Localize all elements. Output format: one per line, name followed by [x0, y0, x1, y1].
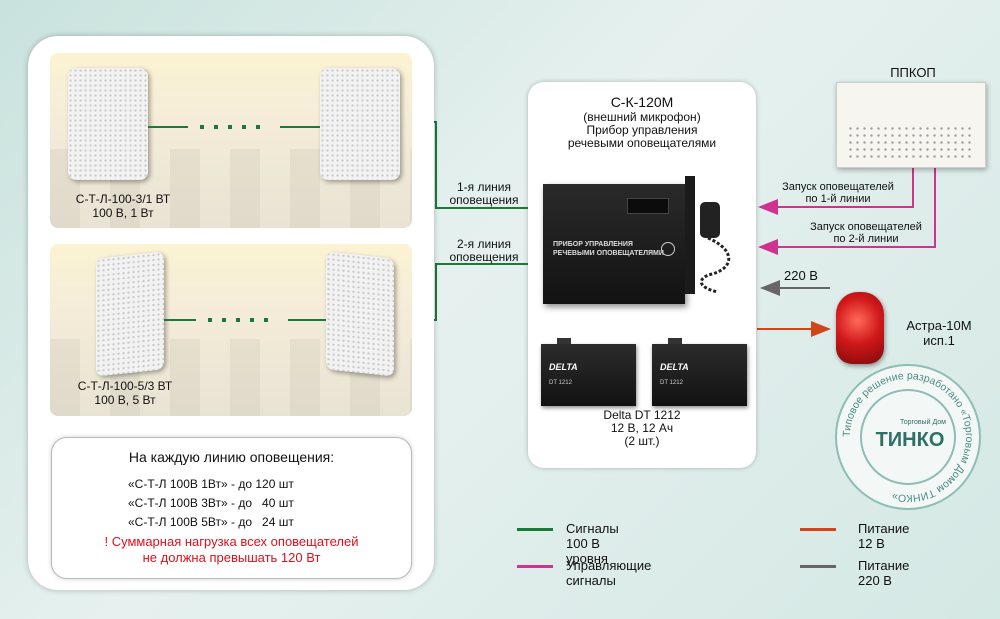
signal-2-label: Запуск оповещателей по 2-й линии — [796, 221, 936, 245]
legend-label-220v: Питание 220 В — [858, 558, 910, 588]
speaker-chain-2 — [164, 318, 326, 322]
display-window — [627, 198, 669, 214]
legend-label-12v: Питание 12 В — [858, 521, 910, 551]
battery-terminal — [668, 338, 682, 344]
signal-2-label-bottom: по 2-й линии — [833, 233, 899, 245]
battery-2: DELTA DT 1212 — [652, 338, 747, 406]
speaker-group-2-spec: 100 В, 5 Вт — [94, 393, 156, 407]
signal-2-label-top: Запуск оповещателей — [810, 221, 922, 233]
ppkop-device — [836, 82, 986, 168]
legend-label-100v: Сигналы 100 В уровня — [566, 521, 619, 566]
note-warning-line1: ! Суммарная нагрузка всех оповещателей — [104, 534, 359, 549]
speaker-group-1-spec: 100 В, 1 Вт — [92, 206, 154, 220]
battery-label-spec: 12 В, 12 Ач — [610, 421, 674, 435]
speaker-group-2-model: С-Т-Л-100-5/3 ВТ — [77, 379, 173, 393]
note-row: «С-Т-Л 100В 1Вт» - до 120 шт — [128, 477, 294, 491]
signal-1-label-bottom: по 1-й линии — [805, 193, 871, 205]
note-row: «С-Т-Л 100В 5Вт» - до 24 шт — [128, 515, 294, 529]
controller-side — [685, 176, 695, 294]
legend-label-control: Управляющие сигналы — [566, 558, 652, 588]
panel-print: ПРИБОР УПРАВЛЕНИЯ РЕЧЕВЫМИ ОПОВЕЩАТЕЛЯМИ — [553, 240, 664, 258]
speaker-group-2-label: С-Т-Л-100-5/3 ВТ 100 В, 5 Вт — [60, 379, 190, 407]
microphone-cord — [700, 236, 731, 294]
signal-1-label-top: Запуск оповещателей — [782, 181, 894, 193]
siren-icon — [836, 292, 884, 364]
note-rows: «С-Т-Л 100В 1Вт» - до 120 шт «С-Т-Л 100В… — [128, 475, 294, 532]
legend-swatch-gray — [800, 565, 836, 568]
speaker-1b — [320, 68, 400, 180]
line-2-label-bottom: оповещения — [449, 250, 519, 264]
legend-swatch-magenta — [517, 565, 553, 568]
device-description: (внешний микрофон) Прибор управления реч… — [528, 111, 756, 150]
device-subtitle: (внешний микрофон) — [583, 110, 701, 124]
stamp-logo-text: ТИНКО — [876, 429, 945, 451]
siren-label-model: Астра-10М — [906, 318, 972, 333]
speaker-group-1-label: С-Т-Л-100-3/1 ВТ 100 В, 1 Вт — [58, 192, 188, 220]
note-warning: ! Суммарная нагрузка всех оповещателей н… — [52, 534, 411, 566]
speaker-chain-1 — [148, 125, 320, 129]
line-1-label-bottom: оповещения — [449, 193, 519, 207]
battery-1: DELTA DT 1212 — [541, 338, 636, 406]
controller-unit: ПРИБОР УПРАВЛЕНИЯ РЕЧЕВЫМИ ОПОВЕЩАТЕЛЯМИ — [543, 184, 685, 304]
device-desc-line1: Прибор управления — [586, 123, 698, 137]
panel-print-line1: ПРИБОР УПРАВЛЕНИЯ — [553, 241, 633, 248]
note-warning-line2: не должна превышать 120 Вт — [142, 550, 321, 565]
microphone-icon — [700, 202, 720, 238]
battery-label-qty: (2 шт.) — [624, 434, 660, 448]
battery-model-print: DT 1212 — [660, 380, 683, 386]
battery-label: Delta DT 1212 12 В, 12 Ач (2 шт.) — [528, 409, 756, 448]
note-row: «С-Т-Л 100В 3Вт» - до 40 шт — [128, 496, 294, 510]
tinko-stamp: Типовое решение разработано «Торговым До… — [835, 364, 981, 510]
ppkop-label: ППКОП — [890, 65, 936, 80]
legend-swatch-green — [517, 528, 553, 531]
power-220-label: 220 В — [784, 268, 818, 283]
speaker-group-1-model: С-Т-Л-100-3/1 ВТ — [75, 192, 171, 206]
panel-print-line2: РЕЧЕВЫМИ ОПОВЕЩАТЕЛЯМИ — [553, 250, 664, 257]
siren-label-variant: исп.1 — [923, 333, 955, 348]
control-wire-2 — [758, 165, 936, 255]
device-title: С-К-120М — [610, 94, 674, 110]
line-1-label: 1-я линия оповещения — [444, 181, 524, 207]
siren-label: Астра-10М исп.1 — [884, 318, 994, 348]
line-2-label: 2-я линия оповещения — [444, 238, 524, 264]
ppkop-keypad — [847, 125, 973, 159]
controller-panel: С-К-120М (внешний микрофон) Прибор управ… — [528, 82, 756, 468]
stamp-small-text: Торговый Дом — [900, 418, 946, 426]
speaker-2a — [96, 251, 164, 377]
battery-model-print: DT 1212 — [549, 380, 572, 386]
note-heading: На каждую линию оповещения: — [128, 449, 335, 465]
battery-terminal — [557, 338, 571, 344]
control-wire-1 — [758, 165, 914, 215]
legend-swatch-orange — [800, 528, 836, 531]
line-2-label-top: 2-я линия — [456, 237, 512, 251]
battery-brand: DELTA — [660, 362, 689, 372]
line-1-label-top: 1-я линия — [456, 180, 512, 194]
load-note-box: На каждую линию оповещения: «С-Т-Л 100В … — [51, 437, 412, 579]
speaker-symbol-icon — [661, 242, 675, 256]
signal-1-label: Запуск оповещателей по 1-й линии — [768, 181, 908, 205]
speaker-1a — [68, 68, 148, 180]
speaker-2b — [326, 251, 394, 377]
battery-label-model: Delta DT 1212 — [603, 408, 681, 422]
battery-brand: DELTA — [549, 362, 578, 372]
device-desc-line2: речевыми оповещателями — [567, 136, 717, 150]
